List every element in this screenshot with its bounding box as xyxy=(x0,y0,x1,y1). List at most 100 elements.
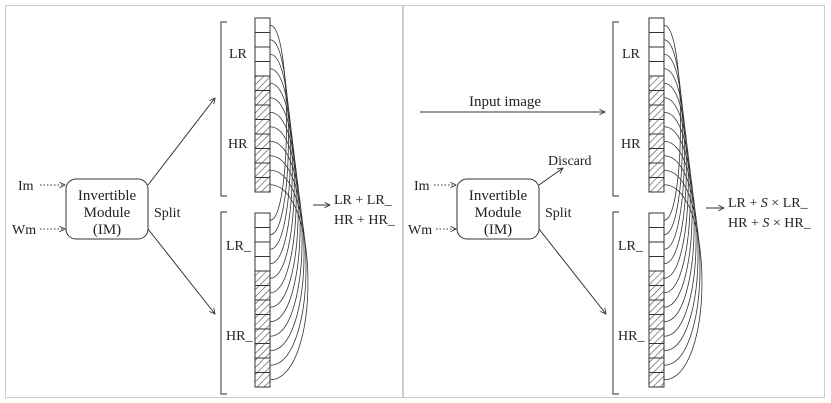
left-top-lr-cell xyxy=(254,32,271,48)
left-connection-curves xyxy=(269,24,309,381)
right-bottom-hr-cell xyxy=(648,314,665,330)
left-bottom-hr-cell xyxy=(254,299,271,315)
right-connection-curve xyxy=(663,155,699,352)
left-top-hr-cell xyxy=(254,148,271,164)
left-bottom-lr-cell xyxy=(254,227,271,243)
left-bottom-lr-label: LR_ xyxy=(226,239,252,254)
right-top-hr-cell xyxy=(648,162,665,178)
right-bottom-hr-cell xyxy=(648,285,665,301)
right-bottom-hr-cell xyxy=(648,328,665,344)
left-invertible-module-box xyxy=(65,178,149,240)
right-result-line2-s: S xyxy=(762,216,769,231)
left-split-arrow-down xyxy=(147,228,215,314)
right-input-im-label: Im xyxy=(414,179,430,194)
right-module-line2: Module xyxy=(475,205,522,221)
right-connection-curve xyxy=(663,53,685,250)
left-bottom-hr-cell xyxy=(254,372,271,388)
left-bottom-hr-cell xyxy=(254,314,271,330)
right-connection-curve xyxy=(663,126,695,323)
left-input-im-label: Im xyxy=(18,179,34,194)
left-connection-curve xyxy=(269,111,299,308)
right-top-hr-cell xyxy=(648,133,665,149)
left-connection-curve xyxy=(269,155,305,352)
left-connection-curve xyxy=(269,39,289,236)
left-top-hr-cell xyxy=(254,119,271,135)
right-bottom-hr-cell xyxy=(648,343,665,359)
left-connection-curve xyxy=(269,24,287,221)
left-connection-curve xyxy=(269,97,297,294)
right-result-line2-a: HR + xyxy=(728,216,762,231)
left-result-line2: HR + HR_ xyxy=(334,213,396,228)
right-module-line1: Invertible xyxy=(469,188,528,204)
left-module-line3: (IM) xyxy=(93,222,121,238)
left-connection-curve xyxy=(269,126,301,323)
right-discard-label: Discard xyxy=(548,154,592,169)
right-cell-stacks xyxy=(648,17,665,388)
right-discard-arrow xyxy=(538,168,563,186)
left-bottom-hr-cell xyxy=(254,285,271,301)
left-cell-stacks xyxy=(254,17,271,388)
left-connection-curve xyxy=(269,184,309,381)
left-bottom-hr-cell xyxy=(254,343,271,359)
right-connection-curve xyxy=(663,184,703,381)
right-top-hr-cell xyxy=(648,177,665,193)
right-result-line1-b: × LR_ xyxy=(768,196,809,211)
left-top-hr-cell xyxy=(254,90,271,106)
left-top-hr-cell xyxy=(254,104,271,120)
right-top-hr-cell xyxy=(648,148,665,164)
right-bottom-lr-cell xyxy=(648,212,665,228)
right-connection-curve xyxy=(663,169,701,366)
right-connection-curve xyxy=(663,82,689,279)
left-split-arrow-up xyxy=(147,98,215,186)
left-top-lr-cell xyxy=(254,46,271,62)
right-top-hr-cell xyxy=(648,119,665,135)
right-connection-curve xyxy=(663,140,697,337)
right-top-hr-label: HR xyxy=(621,137,641,152)
left-connection-curve xyxy=(269,53,291,250)
left-top-hr-cell xyxy=(254,133,271,149)
left-panel: Im Wm Invertible Module (IM) Split LR HR… xyxy=(12,17,396,395)
left-connection-curve xyxy=(269,140,303,337)
right-invertible-module-box xyxy=(456,178,540,240)
left-top-lr-cell xyxy=(254,17,271,33)
left-split-label: Split xyxy=(154,206,181,221)
right-panel-frame xyxy=(403,5,825,398)
right-bottom-lr-label: LR_ xyxy=(618,239,644,254)
right-connection-curve xyxy=(663,39,683,236)
right-connection-curve xyxy=(663,111,693,308)
right-top-lr-cell xyxy=(648,32,665,48)
left-bottom-lr-cell xyxy=(254,256,271,272)
left-bottom-hr-label: HR_ xyxy=(226,329,253,344)
right-top-lr-cell xyxy=(648,17,665,33)
right-input-wm-label: Wm xyxy=(408,223,432,238)
right-result-line1-a: LR + xyxy=(728,196,761,211)
right-connection-curve xyxy=(663,97,691,294)
right-bottom-hr-label: HR_ xyxy=(618,329,645,344)
right-result-line1-s: S xyxy=(761,196,768,211)
right-result-line1: LR + S × LR_ xyxy=(728,196,809,211)
left-bottom-hr-cell xyxy=(254,328,271,344)
right-top-lr-cell xyxy=(648,61,665,77)
left-bottom-lr-cell xyxy=(254,241,271,257)
right-panel: Input image Im Wm Invertible Module (IM)… xyxy=(408,17,812,395)
right-result-line2: HR + S × HR_ xyxy=(728,216,812,231)
left-bottom-bracket xyxy=(220,211,227,395)
right-top-lr-cell xyxy=(648,46,665,62)
right-bottom-lr-cell xyxy=(648,241,665,257)
right-top-hr-cell xyxy=(648,90,665,106)
right-bottom-hr-cell xyxy=(648,357,665,373)
left-connection-curve xyxy=(269,82,295,279)
left-top-lr-cell xyxy=(254,61,271,77)
right-result-line2-b: × HR_ xyxy=(769,216,811,231)
right-connection-curve xyxy=(663,24,681,221)
right-top-hr-cell xyxy=(648,104,665,120)
left-module-line1: Invertible xyxy=(78,188,137,204)
left-bottom-hr-cell xyxy=(254,357,271,373)
right-connection-curves xyxy=(663,24,703,381)
left-result-line1: LR + LR_ xyxy=(334,193,393,208)
left-top-lr-label: LR xyxy=(229,47,248,62)
left-bottom-hr-cell xyxy=(254,270,271,286)
right-top-lr-label: LR xyxy=(622,47,641,62)
